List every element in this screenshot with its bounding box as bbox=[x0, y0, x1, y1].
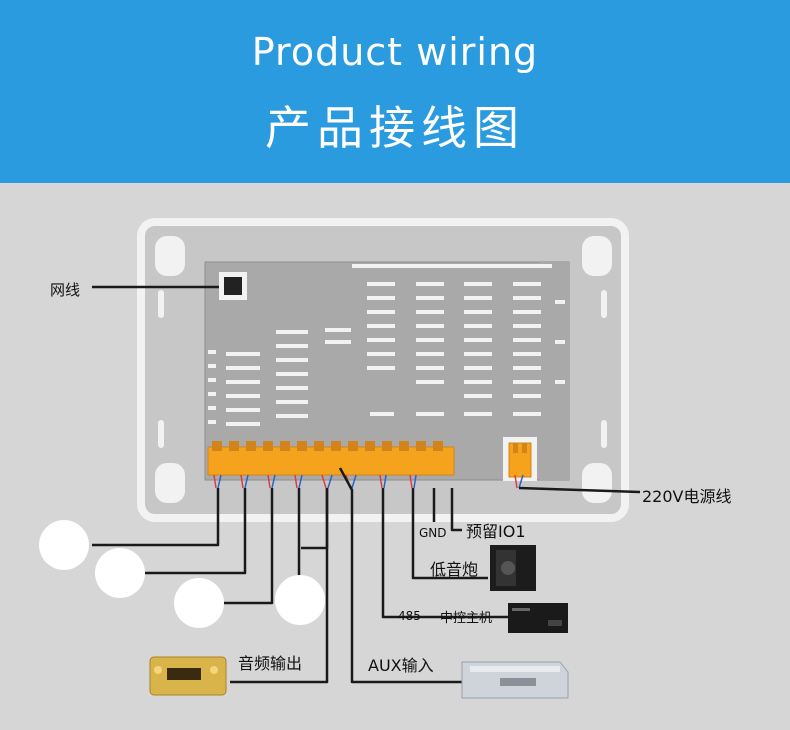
ceiling-speaker-icon bbox=[39, 520, 89, 570]
label-gnd: GND bbox=[419, 526, 447, 540]
ceiling-speaker-icon bbox=[174, 578, 224, 628]
label-network-cable: 网线 bbox=[50, 281, 81, 299]
label-aux-input: AUX输入 bbox=[368, 656, 434, 675]
aux-player-icon bbox=[461, 661, 569, 699]
terminal-block-row bbox=[207, 441, 455, 476]
label-power-line: 220V电源线 bbox=[642, 487, 732, 506]
power-terminal bbox=[503, 437, 537, 481]
title-english: Product wiring bbox=[251, 30, 539, 74]
ceiling-speaker-icon bbox=[275, 575, 325, 625]
label-audio-output: 音频输出 bbox=[238, 654, 303, 673]
vent-slots bbox=[208, 264, 565, 426]
ceiling-speaker-icon bbox=[95, 548, 145, 598]
central-control-host-icon bbox=[508, 603, 568, 633]
label-485: 485 bbox=[398, 609, 421, 623]
label-central-control-host: 中控主机 bbox=[440, 611, 493, 626]
wire-lines bbox=[92, 285, 641, 684]
label-reserved-io: 预留IO1 bbox=[466, 522, 526, 541]
gold-amplifier-icon bbox=[149, 656, 227, 696]
subwoofer-icon bbox=[490, 545, 536, 591]
label-subwoofer: 低音炮 bbox=[430, 560, 479, 579]
title-chinese: 产品接线图 bbox=[265, 101, 525, 155]
header-banner: Product wiring 产品接线图 bbox=[0, 0, 790, 183]
